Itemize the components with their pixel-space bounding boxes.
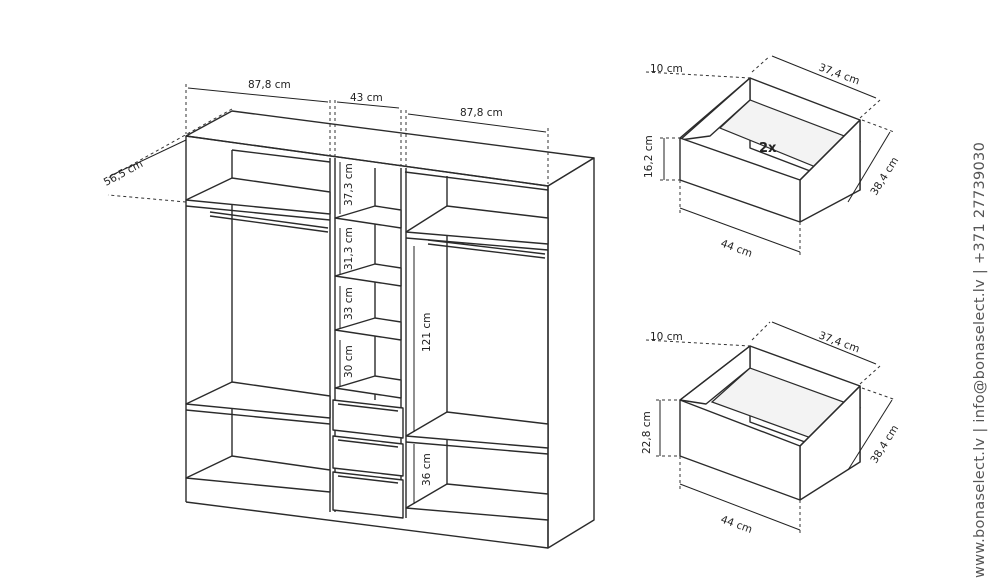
dim-shelf-4: 30 cm (343, 345, 355, 378)
contact-info: www.bonaselect.lv | info@bonaselect.lv |… (972, 142, 988, 578)
dim-width-middle: 43 cm (350, 92, 383, 104)
drawer-top-drawing: 37,4 cm 38,4 cm 44 cm 16,2 cm 10 cm 2x (643, 55, 901, 260)
dim-shelf-1: 37,3 cm (343, 163, 355, 206)
drawer-top-front-width: 44 cm (719, 238, 754, 260)
drawer-bottom-inner-width: 37,4 cm (817, 330, 861, 356)
drawer-top-quantity: 2x (759, 141, 777, 156)
drawer-top-front-height: 16,2 cm (643, 135, 655, 178)
drawer-bottom-drawing: 37,4 cm 38,4 cm 44 cm 22,8 cm 10 cm (641, 321, 901, 536)
dim-width-left: 87,8 cm (248, 79, 291, 91)
drawer-top-offset: 10 cm (650, 63, 683, 75)
dim-depth: 56,5 cm (102, 158, 145, 189)
dim-hang-height: 121 cm (421, 313, 433, 352)
drawer-bottom-front-height: 22,8 cm (641, 411, 653, 454)
drawer-top-depth: 38,4 cm (868, 155, 901, 198)
drawer-bottom-front-width: 44 cm (719, 514, 754, 536)
drawer-bottom-offset: 10 cm (650, 331, 683, 343)
wardrobe-drawing: 87,8 cm 43 cm 87,8 cm 56,5 cm 37,3 cm 31… (102, 79, 595, 549)
dim-bottom-height: 36 cm (421, 453, 433, 486)
dim-shelf-3: 33 cm (343, 287, 355, 320)
dim-width-right: 87,8 cm (460, 107, 503, 119)
dim-shelf-2: 31,3 cm (343, 227, 355, 270)
